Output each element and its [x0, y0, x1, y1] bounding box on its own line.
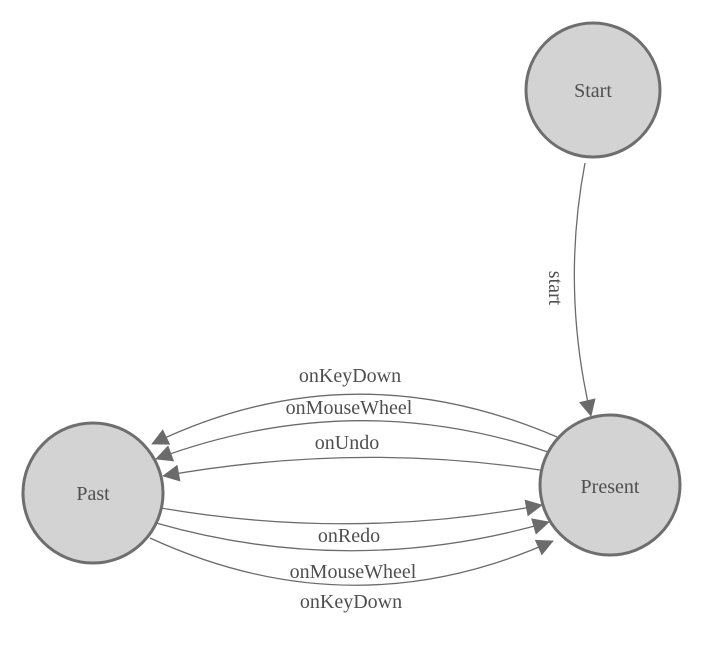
state-node-past-circle: [21, 421, 165, 565]
edge-label-onkeydown-bottom: onKeyDown: [300, 591, 402, 613]
edge-label-onmousewheel-bottom: onMouseWheel: [290, 561, 417, 583]
state-node-start: Start: [524, 21, 662, 159]
state-node-start-label: Start: [574, 80, 612, 102]
edge-past-to-present-onkeydown: [149, 537, 554, 586]
state-node-past-label: Past: [76, 483, 110, 505]
edge-past-to-present-onmousewheel: [155, 518, 550, 552]
edge-label-onmousewheel-top: onMouseWheel: [286, 397, 413, 419]
state-node-start-circle: [524, 21, 662, 159]
edge-label-onredo: onRedo: [318, 525, 380, 547]
node-group: Start Past Present: [21, 21, 682, 565]
edge-start-to-present: [573, 162, 596, 417]
state-node-present-circle: [538, 413, 682, 557]
edge-label-onkeydown-top: onKeyDown: [299, 365, 401, 387]
edge-present-to-past-onkeydown: [151, 393, 558, 445]
edge-group: [149, 162, 596, 586]
edge-label-group: start onKeyDown onMouseWheel onUndo onRe…: [286, 271, 566, 613]
edge-label-start: start: [544, 271, 566, 306]
state-node-past: Past: [21, 421, 165, 565]
edge-present-to-past-onmousewheel: [155, 420, 549, 462]
edge-present-to-past-onundo: [162, 456, 541, 482]
edge-past-to-present-onredo: [160, 499, 543, 525]
edge-label-onundo: onUndo: [315, 432, 379, 454]
state-node-present: Present: [538, 413, 682, 557]
state-node-present-label: Present: [581, 476, 640, 498]
